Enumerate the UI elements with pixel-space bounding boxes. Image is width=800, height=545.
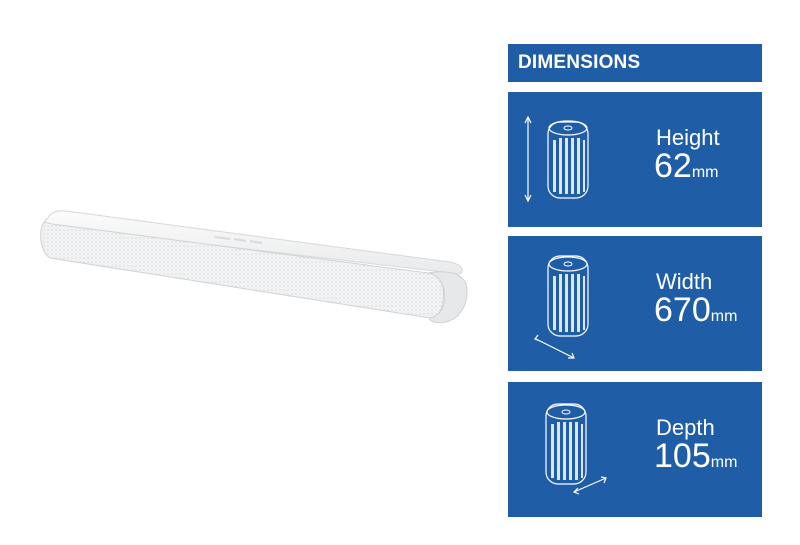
height-number: 62 — [654, 147, 692, 185]
depth-unit: mm — [710, 454, 738, 471]
width-label: Width — [656, 269, 713, 294]
speaker-width-icon — [534, 255, 589, 359]
width-value: 670mm — [654, 292, 737, 328]
height-label: Height — [656, 125, 720, 150]
width-unit: mm — [710, 308, 738, 325]
width-number: 670 — [654, 291, 711, 329]
dimensions-title: DIMENSIONS — [518, 52, 641, 73]
dimensions-header: DIMENSIONS — [508, 44, 762, 82]
height-unit: mm — [691, 164, 719, 181]
speaker-height-icon — [524, 115, 589, 203]
depth-value: 105mm — [654, 438, 737, 474]
speaker-depth-icon — [545, 403, 607, 495]
height-panel: Height 62mm — [508, 92, 762, 227]
height-value: 62mm — [654, 148, 718, 184]
depth-panel: Depth 105mm — [508, 382, 762, 517]
soundbar-image — [40, 210, 468, 324]
depth-label: Depth — [656, 415, 715, 440]
depth-number: 105 — [654, 437, 711, 475]
width-panel: Width 670mm — [508, 236, 762, 371]
